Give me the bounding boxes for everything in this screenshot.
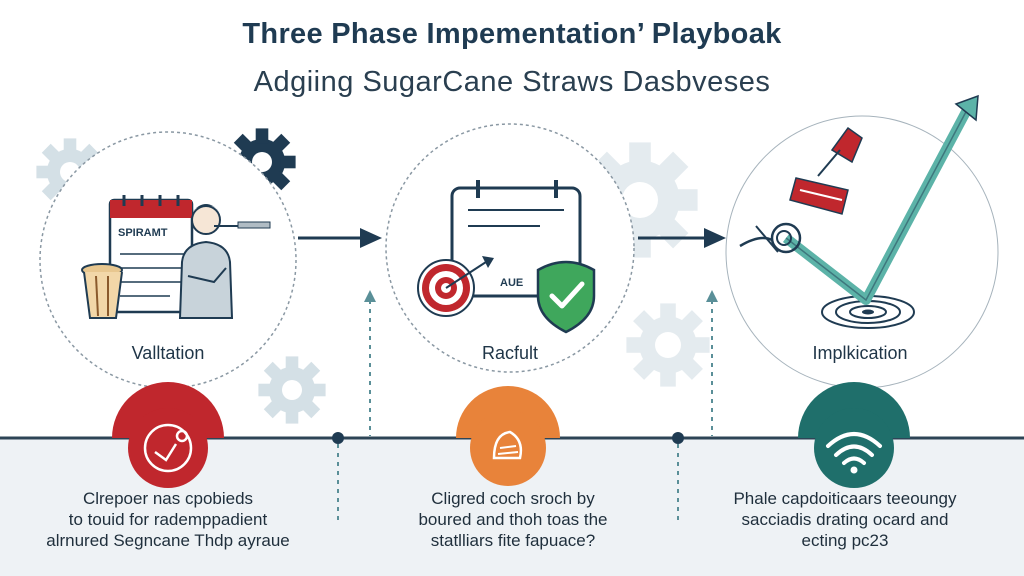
description-line: Cligred coch sroch by: [431, 489, 595, 508]
description-line: Phale capdoiticaars teeoungy: [733, 489, 957, 508]
gear-icon: [582, 142, 698, 258]
arrow-right-icon: [638, 228, 726, 248]
phase-2-label: Racfult: [481, 343, 539, 363]
ribbon-icon: [789, 126, 863, 215]
timeline-dot-1: [332, 432, 344, 444]
phase-1-badge: [112, 382, 224, 488]
phase-1-label: Valltation: [131, 343, 205, 363]
description-line: to touid for rademppadient: [68, 510, 268, 529]
gear-icon: [258, 356, 326, 424]
page-title: Three Phase Impementation’ Playboak: [242, 18, 782, 50]
description-line: alrnured Segncane Thdp ayraue: [46, 531, 290, 550]
phase-2-badge: [456, 386, 560, 486]
arrow-up-icon: [706, 290, 718, 302]
person-icon: [178, 204, 271, 319]
swirl-icon: [739, 222, 802, 254]
phase-3-description: Phale capdoiticaars teeoungy sacciadis d…: [710, 488, 980, 551]
phase-3-label: Implkication: [812, 343, 908, 363]
phase-3-badge: [798, 382, 910, 488]
clipboard-label: SPIRAMT: [118, 227, 168, 239]
description-line: sacciadis drating ocard and: [741, 510, 949, 529]
description-line: Clrepoer nas cpobieds: [82, 489, 254, 508]
arrow-right-icon: [298, 228, 382, 248]
trend-arrow-icon: [782, 94, 979, 305]
dashed-connector: [337, 300, 713, 520]
tag-label: AUE: [500, 277, 523, 289]
timeline-dot-2: [672, 432, 684, 444]
description-line: ecting pc23: [801, 531, 889, 550]
arrow-up-icon: [364, 290, 376, 302]
gear-icon: [626, 303, 710, 387]
description-line: statlliars fite fapuace?: [430, 531, 596, 550]
clipboard-calendar-icon: SPIRAMT: [108, 195, 194, 314]
page-subtitle: Adgiing SugarCane Straws Dasbveses: [253, 66, 771, 98]
cup-icon: [81, 263, 123, 319]
phase-2-description: Cligred coch sroch by boured and thoh to…: [378, 488, 648, 551]
gear-icon: [228, 128, 296, 196]
phase-1-description: Clrepoer nas cpobieds to touid for radem…: [33, 488, 303, 551]
shield-check-icon: [536, 260, 596, 334]
wifi-icon: [826, 432, 882, 465]
target-icon: [417, 256, 494, 317]
description-line: boured and thoh toas the: [418, 510, 608, 529]
